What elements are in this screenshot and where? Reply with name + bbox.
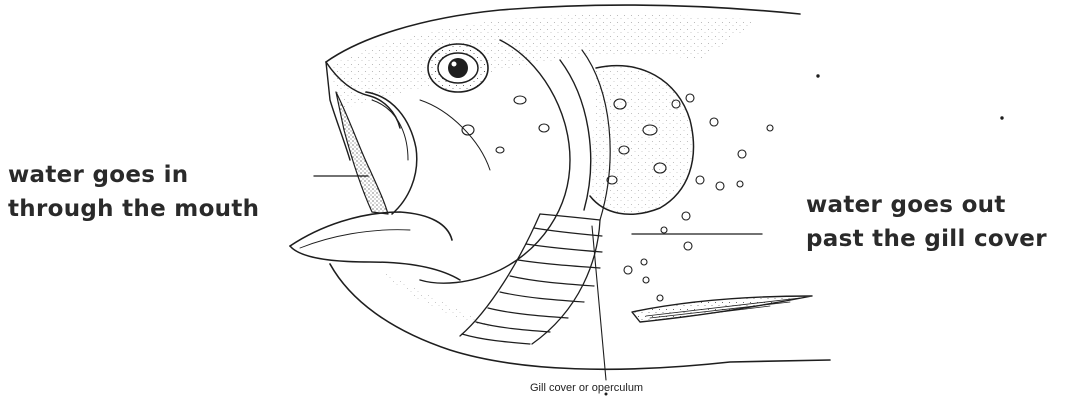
label-water-in-line1: water goes in (8, 158, 259, 192)
operculum-caption: Gill cover or operculum (530, 382, 643, 394)
throat-outline (330, 264, 830, 369)
mouth-interior (336, 92, 388, 214)
lower-jaw (290, 212, 452, 246)
label-water-out: water goes out past the gill cover (806, 188, 1047, 256)
label-water-in: water goes in through the mouth (8, 158, 259, 226)
label-water-out-line2: past the gill cover (806, 222, 1047, 256)
label-water-out-line1: water goes out (806, 188, 1047, 222)
head-top-shading (330, 14, 760, 110)
pectoral-fin (632, 296, 812, 322)
eye-icon (428, 44, 488, 92)
caption-leader-line (592, 226, 606, 380)
label-water-in-line2: through the mouth (8, 192, 259, 226)
operculum (590, 66, 693, 215)
